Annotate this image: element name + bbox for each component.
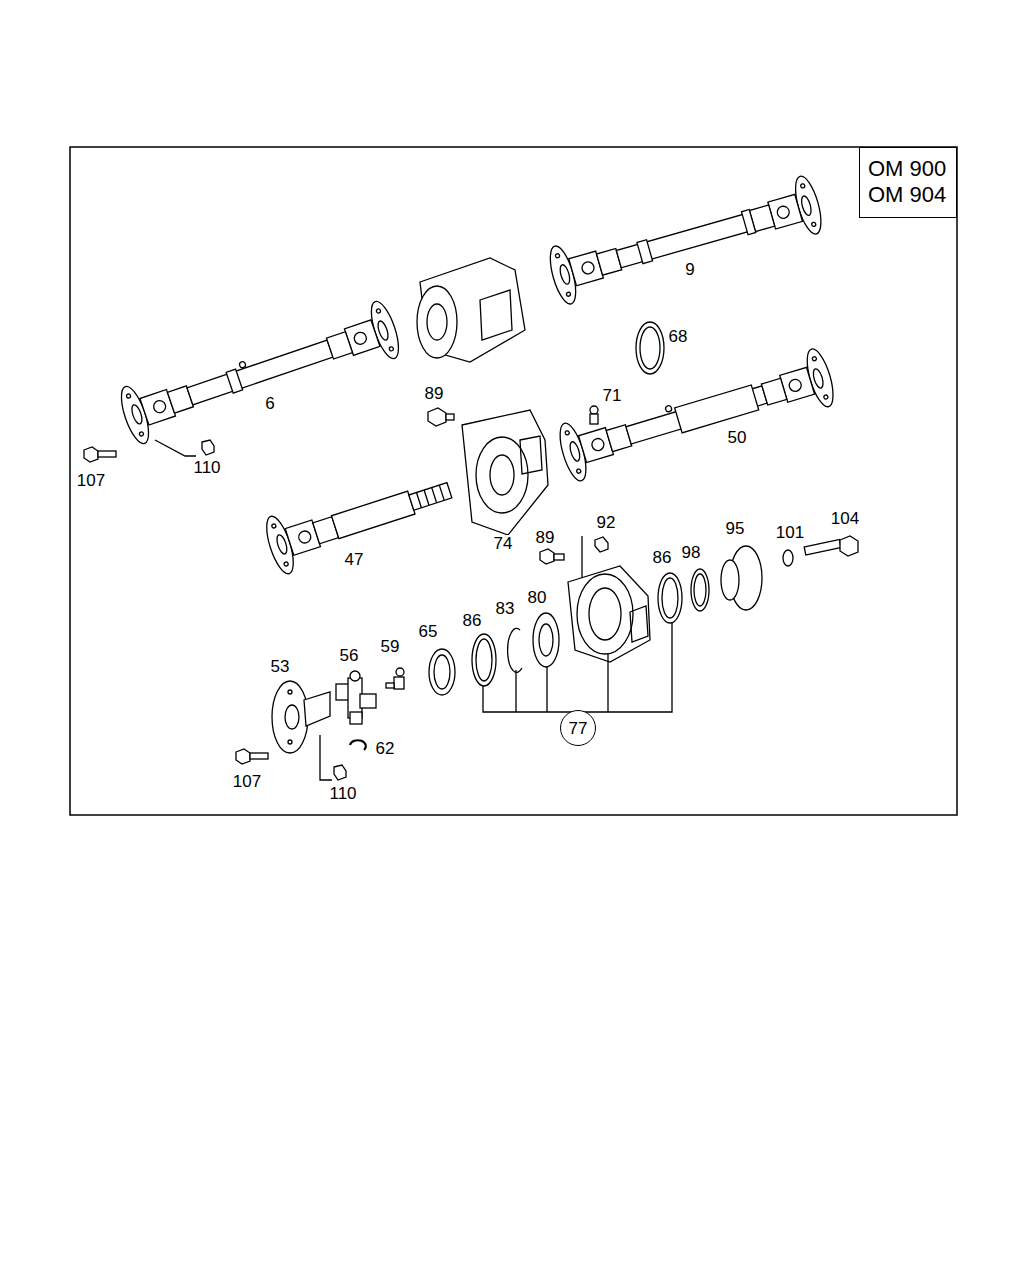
callout-number: 65 bbox=[418, 623, 439, 641]
callout-circle: 77 bbox=[560, 710, 596, 746]
leader-line bbox=[581, 536, 582, 578]
callout-number: 92 bbox=[596, 514, 617, 532]
callout-number: 68 bbox=[668, 328, 689, 346]
engine-code: OM 900 bbox=[868, 156, 948, 182]
leader-line bbox=[155, 440, 196, 456]
callout-number: 59 bbox=[380, 638, 401, 656]
bolt bbox=[540, 549, 564, 564]
bearing-bracket bbox=[568, 566, 650, 662]
propeller-shaft bbox=[545, 174, 826, 307]
universal-joint-spider bbox=[336, 671, 376, 724]
callout-number: 6 bbox=[264, 395, 275, 413]
callout-number: 95 bbox=[725, 520, 746, 538]
nut bbox=[595, 537, 608, 552]
propeller-shaft bbox=[555, 346, 839, 483]
callout-number: 104 bbox=[830, 510, 860, 528]
callout-number: 56 bbox=[339, 647, 360, 665]
propeller-shaft bbox=[261, 462, 458, 577]
callout-number: 89 bbox=[424, 385, 445, 403]
callout-number: 83 bbox=[495, 600, 516, 618]
leader-line bbox=[483, 622, 672, 712]
bolt bbox=[84, 447, 116, 462]
callout-number: 74 bbox=[493, 535, 514, 553]
ring bbox=[472, 634, 496, 686]
callout-number: 71 bbox=[602, 387, 623, 405]
callout-number: 80 bbox=[527, 589, 548, 607]
washer bbox=[783, 550, 793, 566]
callout-number: 89 bbox=[535, 529, 556, 547]
callout-number: 98 bbox=[681, 544, 702, 562]
frame bbox=[70, 147, 957, 815]
callout-number: 50 bbox=[727, 429, 748, 447]
center-support bbox=[462, 410, 548, 535]
callout-number: 62 bbox=[375, 740, 396, 758]
callout-number: 86 bbox=[652, 549, 673, 567]
callout-number: 101 bbox=[775, 524, 805, 542]
spline-hub bbox=[721, 560, 739, 600]
bearing bbox=[533, 613, 559, 667]
callout-number: 77 bbox=[569, 718, 588, 739]
engine-code-box: OM 900OM 904 bbox=[859, 147, 957, 218]
bolt bbox=[428, 408, 454, 426]
flange-yoke bbox=[272, 681, 330, 753]
grease-nipple bbox=[386, 668, 404, 689]
engine-code: OM 904 bbox=[868, 182, 948, 208]
nut bbox=[202, 440, 214, 455]
propeller-shaft bbox=[116, 298, 404, 446]
seal bbox=[429, 649, 455, 695]
bolt bbox=[236, 749, 268, 764]
circlip bbox=[508, 628, 522, 672]
nut bbox=[334, 765, 346, 780]
callout-number: 86 bbox=[462, 612, 483, 630]
bolt bbox=[804, 536, 858, 556]
leader-line bbox=[320, 735, 332, 780]
callout-number: 47 bbox=[344, 551, 365, 569]
ring bbox=[636, 322, 664, 374]
grease-nipple bbox=[590, 406, 598, 424]
callout-number: 110 bbox=[192, 459, 221, 477]
ring bbox=[691, 569, 709, 611]
callout-number: 9 bbox=[684, 261, 695, 279]
callout-number: 53 bbox=[270, 658, 291, 676]
coupling-housing bbox=[417, 258, 525, 362]
callout-number: 107 bbox=[76, 472, 106, 490]
callout-number: 107 bbox=[232, 773, 262, 791]
callout-number: 110 bbox=[328, 785, 357, 803]
circlip bbox=[350, 740, 366, 750]
ring bbox=[658, 573, 682, 623]
